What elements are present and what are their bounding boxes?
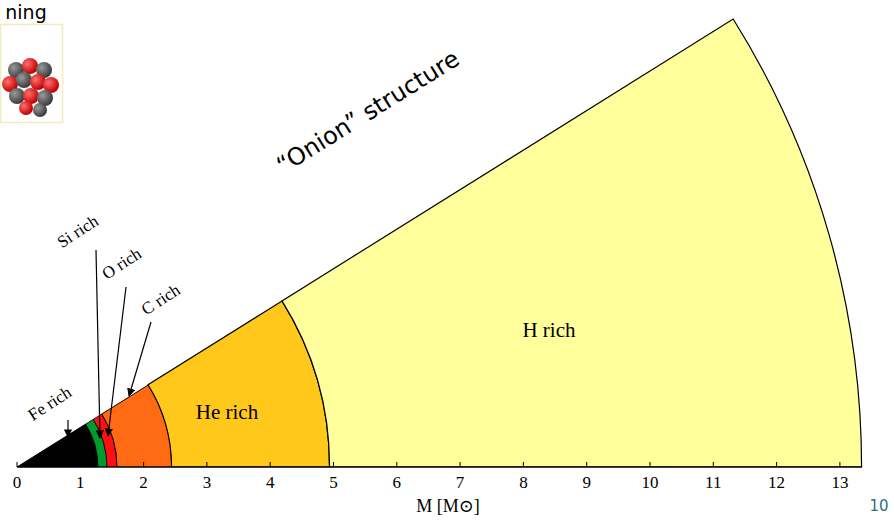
tick-mark xyxy=(80,462,81,467)
shell-label-holder: Fe rich xyxy=(25,383,76,426)
tick-mark xyxy=(333,462,334,467)
tick-mark xyxy=(713,462,714,467)
shell-label: C rich xyxy=(138,280,184,319)
axis-title-holder: M [M⊙] xyxy=(416,495,480,517)
slide-number-holder: 10 xyxy=(869,497,888,515)
band-label: He rich xyxy=(196,399,258,423)
tick-label-holder: 4 xyxy=(266,473,275,493)
band-shape xyxy=(282,19,862,467)
tick-label: 4 xyxy=(266,473,275,492)
tick-label-holder: 0 xyxy=(13,473,22,493)
tick-mark xyxy=(143,462,144,467)
tick-mark xyxy=(17,462,18,467)
tick-label: 0 xyxy=(13,473,22,492)
fe-shell xyxy=(17,424,98,467)
tick-label: 7 xyxy=(456,473,465,492)
leader-arrow xyxy=(96,250,100,438)
tick-label-holder: 7 xyxy=(456,473,465,493)
tick-label-holder: 12 xyxy=(768,473,785,493)
tick-label: 3 xyxy=(203,473,212,492)
tick-label-holder: 3 xyxy=(203,473,212,493)
shell-label: Si rich xyxy=(54,211,102,251)
shell-band: H rich xyxy=(280,17,864,469)
tick-label-holder: 10 xyxy=(642,473,659,493)
figure-title: “Onion” structure xyxy=(272,45,465,180)
shell-label-holder: C rich xyxy=(138,280,184,320)
tick-mark xyxy=(839,462,840,467)
tick-label: 10 xyxy=(642,473,659,492)
shell-label-holder: O rich xyxy=(99,244,146,284)
shell-label: Fe rich xyxy=(25,383,75,425)
tick-label-holder: 5 xyxy=(329,473,338,493)
tick-mark xyxy=(396,462,397,467)
figure-title-holder: “Onion” structure xyxy=(272,45,465,180)
tick-label: 1 xyxy=(76,473,85,492)
tick-label-holder: 11 xyxy=(705,473,721,493)
tick-mark xyxy=(523,462,524,467)
tick-mark xyxy=(776,462,777,467)
tick-label: 12 xyxy=(768,473,785,492)
tick-mark xyxy=(460,462,461,467)
tick-label-holder: 1 xyxy=(76,473,85,493)
tick-mark xyxy=(270,462,271,467)
tick-label: 11 xyxy=(705,473,721,492)
icon-frame xyxy=(1,25,63,123)
tick-label-holder: 9 xyxy=(582,473,591,493)
axis-ticks xyxy=(17,462,840,467)
band-label-holder: H rich xyxy=(522,317,575,342)
leader-arrow xyxy=(67,420,68,437)
tick-label: 5 xyxy=(329,473,338,492)
slide-number: 10 xyxy=(869,497,888,515)
tick-label-holder: 8 xyxy=(519,473,528,493)
tick-mark xyxy=(650,462,651,467)
tick-label-holder: 2 xyxy=(139,473,148,493)
shell-label-holder: Si rich xyxy=(54,211,103,252)
heading-fragment: ning xyxy=(5,1,46,23)
tick-label-holder: 13 xyxy=(831,473,848,493)
heading-fragment-holder: ning xyxy=(5,1,46,23)
leader-arrow xyxy=(108,287,126,436)
tick-label: 13 xyxy=(831,473,848,492)
tick-label-holder: 6 xyxy=(393,473,402,493)
nucleus-icon xyxy=(2,58,59,117)
tick-label: 6 xyxy=(393,473,402,492)
band-label-holder: He rich xyxy=(196,399,258,424)
tick-mark xyxy=(586,462,587,467)
tick-label: 2 xyxy=(139,473,148,492)
tick-mark xyxy=(206,462,207,467)
tick-label: 8 xyxy=(519,473,528,492)
leader-arrow xyxy=(129,322,151,396)
axis-title: M [M⊙] xyxy=(416,496,480,516)
band-label: H rich xyxy=(522,317,575,341)
shell-label: O rich xyxy=(99,244,145,283)
band-outline xyxy=(280,17,864,469)
tick-label: 9 xyxy=(582,473,591,492)
